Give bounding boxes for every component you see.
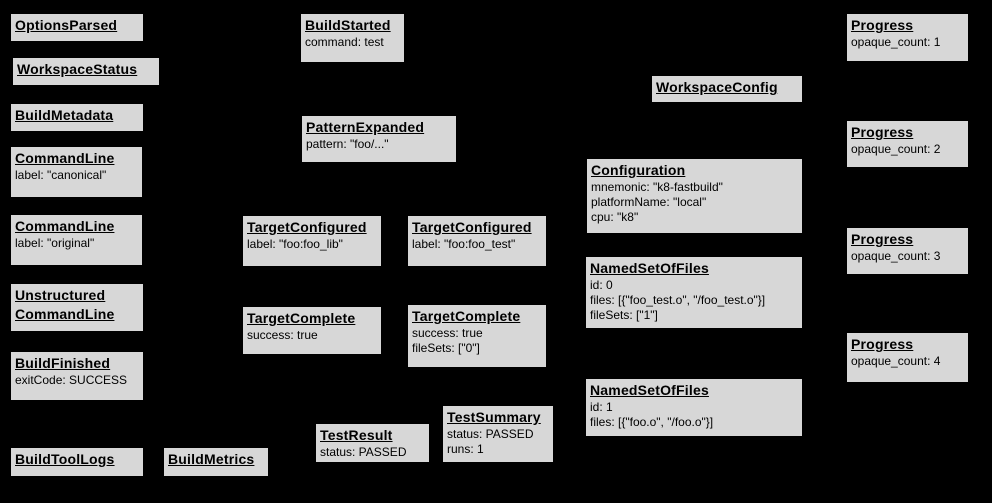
node-field: opaque_count: 3: [851, 249, 941, 263]
node-progress-1: Progress opaque_count: 1: [846, 13, 969, 62]
node-title: TestResult: [320, 427, 393, 443]
node-configuration: Configuration mnemonic: "k8-fastbuild"pl…: [586, 158, 803, 234]
node-field: opaque_count: 2: [851, 142, 941, 156]
node-target-complete-lib: TargetComplete success: true: [242, 306, 382, 355]
node-title: BuildFinished: [15, 355, 111, 371]
node-field: status: PASSED: [320, 445, 407, 459]
node-field: cpu: "k8": [591, 210, 639, 224]
node-field: runs: 1: [447, 442, 484, 456]
node-title: Progress: [851, 17, 914, 33]
node-field: opaque_count: 1: [851, 35, 941, 49]
node-build-metadata: BuildMetadata: [10, 103, 144, 132]
node-field: opaque_count: 4: [851, 354, 941, 368]
node-title: Progress: [851, 336, 914, 352]
node-field: pattern: "foo/...": [306, 137, 389, 151]
node-workspace-config: WorkspaceConfig: [651, 75, 803, 103]
node-pattern-expanded: PatternExpanded pattern: "foo/...": [301, 115, 457, 163]
node-title: OptionsParsed: [15, 17, 118, 33]
node-title: WorkspaceStatus: [17, 61, 138, 77]
node-build-tool-logs: BuildToolLogs: [10, 447, 144, 477]
node-title: TargetComplete: [412, 308, 521, 324]
node-field: mnemonic: "k8-fastbuild": [591, 180, 723, 194]
node-field: fileSets: ["0"]: [412, 341, 480, 355]
node-target-configured-foo-test: TargetConfigured label: "foo:foo_test": [407, 215, 547, 267]
node-field: files: [{"foo_test.o", "/foo_test.o"}]: [590, 293, 766, 307]
node-build-started: BuildStarted command: test: [300, 13, 405, 63]
node-field: id: 1: [590, 400, 613, 414]
node-title: NamedSetOfFiles: [590, 382, 709, 398]
node-title: TestSummary: [447, 409, 541, 425]
node-progress-3: Progress opaque_count: 3: [846, 227, 969, 275]
node-command-line-canonical: CommandLine label: "canonical": [10, 146, 143, 198]
node-title: BuildMetrics: [168, 451, 255, 467]
node-command-line-original: CommandLine label: "original": [10, 214, 143, 266]
node-title: Progress: [851, 124, 914, 140]
node-test-result: TestResult status: PASSED: [315, 423, 430, 463]
node-title: TargetConfigured: [247, 219, 367, 235]
node-field: exitCode: SUCCESS: [15, 373, 128, 387]
node-field: id: 0: [590, 278, 613, 292]
node-target-configured-foo-lib: TargetConfigured label: "foo:foo_lib": [242, 215, 382, 267]
node-title: CommandLine: [15, 150, 115, 166]
node-progress-2: Progress opaque_count: 2: [846, 120, 969, 168]
node-title: Unstructured CommandLine: [15, 287, 115, 322]
node-title: WorkspaceConfig: [656, 79, 778, 95]
node-unstructured-command-line: Unstructured CommandLine: [10, 283, 144, 332]
node-field: label: "canonical": [15, 168, 107, 182]
node-title: PatternExpanded: [306, 119, 425, 135]
node-title: BuildToolLogs: [15, 451, 115, 467]
node-build-metrics: BuildMetrics: [163, 447, 269, 477]
node-title: CommandLine: [15, 218, 115, 234]
node-title: Configuration: [591, 162, 686, 178]
node-field: success: true: [247, 328, 318, 342]
node-title: NamedSetOfFiles: [590, 260, 709, 276]
node-progress-4: Progress opaque_count: 4: [846, 332, 969, 383]
node-field: platformName: "local": [591, 195, 707, 209]
node-title: TargetConfigured: [412, 219, 532, 235]
node-options-parsed: OptionsParsed: [10, 13, 144, 42]
node-field: label: "foo:foo_lib": [247, 237, 343, 251]
node-title: BuildMetadata: [15, 107, 114, 123]
node-field: label: "original": [15, 236, 95, 250]
node-field: label: "foo:foo_test": [412, 237, 516, 251]
node-title: Progress: [851, 231, 914, 247]
node-field: files: [{"foo.o", "/foo.o"}]: [590, 415, 714, 429]
node-title: TargetComplete: [247, 310, 356, 326]
node-field: command: test: [305, 35, 384, 49]
node-title: BuildStarted: [305, 17, 391, 33]
node-workspace-status: WorkspaceStatus: [12, 57, 160, 86]
node-field: status: PASSED: [447, 427, 534, 441]
node-field: fileSets: ["1"]: [590, 308, 658, 322]
node-build-finished: BuildFinished exitCode: SUCCESS: [10, 351, 144, 401]
node-field: success: true: [412, 326, 483, 340]
